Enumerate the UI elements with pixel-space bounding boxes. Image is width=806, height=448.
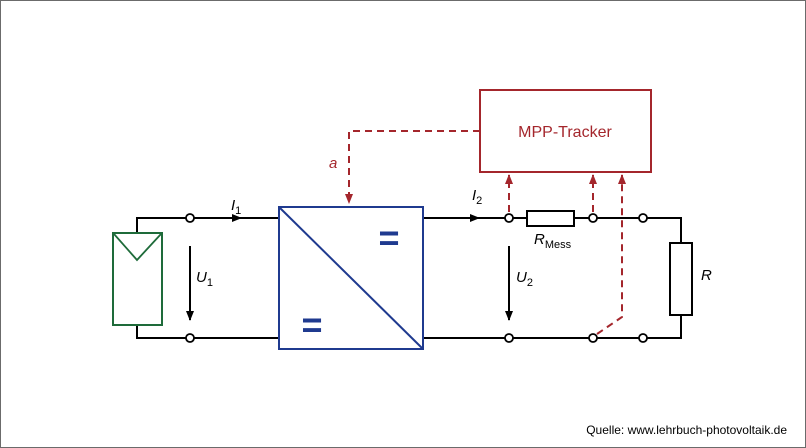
terminal-out-top [504, 213, 514, 223]
mpp-tracker-label: MPP-Tracker [518, 124, 612, 141]
control-line-a [345, 130, 480, 204]
voltage-label-u1: U1 [196, 269, 213, 289]
load-resistor [669, 242, 693, 316]
voltage-label-u2: U2 [516, 269, 533, 289]
load-resistor-label: R [701, 267, 712, 284]
wire-solar-bottom [136, 325, 186, 339]
solar-module [112, 232, 163, 326]
terminal-load-top [638, 213, 648, 223]
measuring-resistor-label: RMess [534, 231, 572, 251]
converter-diagonal [278, 206, 424, 350]
wires [136, 217, 682, 339]
measuring-resistor [526, 210, 575, 227]
wire-solar-top [136, 217, 186, 233]
terminal-load-bottom [638, 333, 648, 343]
current-label-i2: I2 [472, 187, 482, 207]
dc-dc-converter [278, 206, 424, 350]
mpp-tracker-box [479, 89, 652, 173]
control-signal-label: a [329, 155, 337, 172]
wire-load-top [647, 217, 682, 243]
measure-line-bottom [596, 174, 626, 335]
terminal-out-bottom [504, 333, 514, 343]
terminals [185, 213, 648, 343]
terminal-in-bottom [185, 333, 195, 343]
terminal-mess-top [588, 213, 598, 223]
converter-input-symbol: = [301, 304, 322, 345]
wire-load-bottom [647, 315, 682, 339]
converter-output-symbol: = [378, 217, 399, 258]
source-credit: Quelle: www.lehrbuch-photovoltaik.de [586, 423, 787, 437]
control-lines [345, 130, 626, 335]
solar-module-triangle [113, 233, 162, 262]
terminal-in-top [185, 213, 195, 223]
current-label-i1: I1 [231, 197, 241, 217]
solar-module-body [112, 232, 163, 326]
terminal-mess-bottom [588, 333, 598, 343]
